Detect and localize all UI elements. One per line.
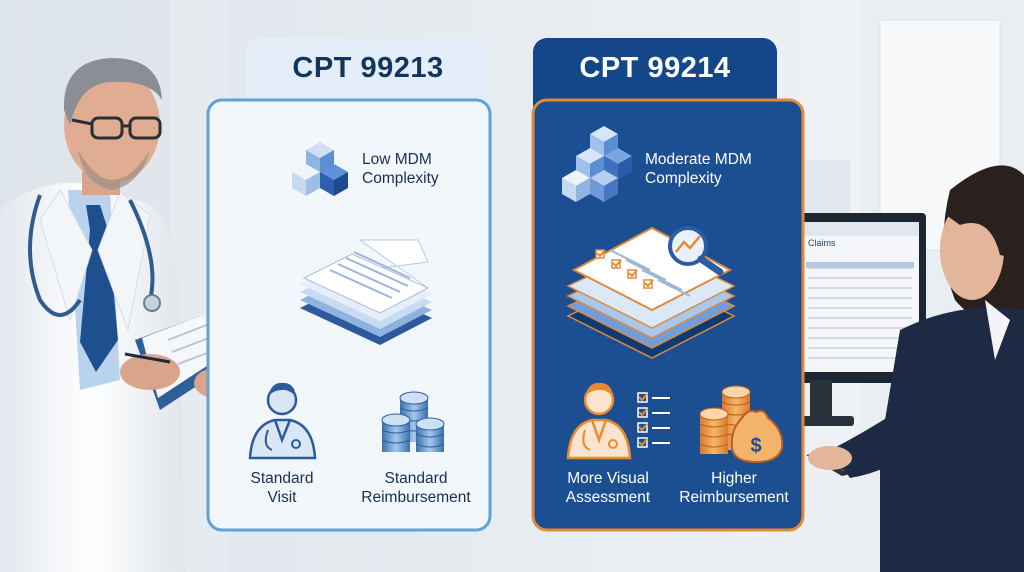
card1-complexity-line2: Complexity <box>362 170 439 187</box>
card-cpt-99213 <box>206 38 492 532</box>
monitor-screen-title: Claims <box>808 238 836 248</box>
doctor-checklist-icon <box>566 382 670 460</box>
cubes-icon <box>562 126 632 202</box>
card1-complexity-line1: Low MDM <box>362 151 432 168</box>
document-stack-icon <box>300 239 432 345</box>
card1-left-line2: Visit <box>267 489 297 506</box>
card1-left-label: Standard Visit <box>222 469 342 507</box>
money-bag-icon: $ <box>699 385 784 464</box>
card2-complexity-line1: Moderate MDM <box>645 151 752 168</box>
card2-right-line2: Reimbursement <box>679 489 789 506</box>
card2-right-label: Higher Reimbursement <box>668 469 800 507</box>
card2-complexity-label: Moderate MDM Complexity <box>645 150 795 188</box>
card1-title: CPT 99213 <box>292 52 444 84</box>
card2-left-line1: More Visual <box>567 470 649 487</box>
card2-complexity-line2: Complexity <box>645 170 722 187</box>
doctor-icon <box>248 382 317 460</box>
card1-complexity-label: Low MDM Complexity <box>362 150 482 188</box>
card-cpt-99214: $ <box>531 38 805 532</box>
svg-text:$: $ <box>750 435 761 457</box>
card1-right-label: Standard Reimbursement <box>346 469 486 507</box>
card2-left-label: More Visual Assessment <box>548 469 668 507</box>
card2-left-line2: Assessment <box>565 489 651 506</box>
report-magnifier-icon <box>566 226 736 359</box>
coin-stacks-icon <box>381 391 445 452</box>
card1-left-line1: Standard <box>250 470 314 487</box>
woman-illustration <box>778 165 1024 572</box>
card1-right-line2: Reimbursement <box>361 489 471 506</box>
cubes-icon <box>292 142 348 196</box>
card1-right-line1: Standard <box>384 470 448 487</box>
card2-right-line1: Higher <box>711 470 757 487</box>
card2-title: CPT 99214 <box>579 52 731 84</box>
